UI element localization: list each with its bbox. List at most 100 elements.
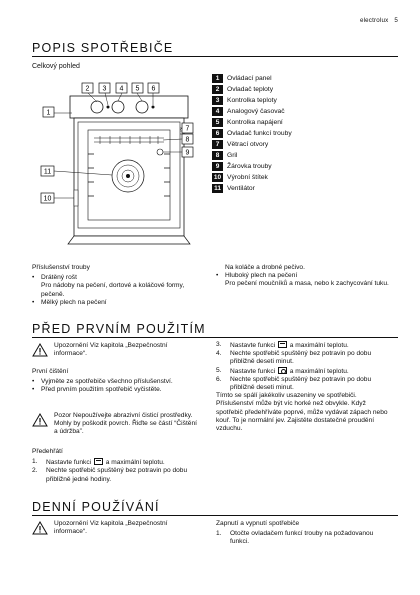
step-number: 1. — [216, 530, 222, 538]
svg-text:11: 11 — [44, 169, 51, 176]
part-label: Analogový časovač — [227, 108, 285, 115]
accessory-item: • Hluboký plech na pečení Pro pečení mou… — [216, 272, 391, 288]
caution-note: Pozor Nepoužívejte abrazivní čisticí pro… — [32, 412, 197, 437]
overview-subtitle: Celkový pohled — [32, 63, 80, 70]
step-text-a: Nastavte funkci — [230, 367, 277, 375]
callout-4: 4 — [115, 82, 128, 94]
part-number: 10 — [212, 172, 223, 183]
list-item: 1. Nastavte funkci a maximální teplotu. — [32, 458, 197, 467]
switch-title: Zapnutí a vypnutí spotřebiče — [216, 520, 300, 527]
divider — [32, 515, 398, 516]
part-label: Gril — [227, 152, 238, 159]
top-heat-function-icon — [93, 458, 103, 466]
step-text: Nechte spotřebič spuštěný bez potravin p… — [230, 376, 391, 392]
part-label: Ovladač funkcí trouby — [227, 130, 292, 137]
accessory-item: • Drátěný rošt Pro nádoby na pečení, dor… — [32, 274, 192, 299]
accessories-title: Příslušenství trouby — [32, 264, 90, 271]
step-text: Nechte spotřebič spuštěný bez potravin p… — [230, 350, 391, 366]
step-number: 5. — [216, 366, 222, 374]
callout-5: 5 — [131, 82, 144, 94]
page-number: 5 — [394, 17, 398, 24]
accessory-title: Hluboký plech na pečení — [225, 272, 298, 280]
bullet-icon: • — [32, 378, 35, 386]
list-item: 4. Nechte spotřebič spuštěný bez potravin… — [216, 350, 391, 366]
part-label: Ventilátor — [227, 185, 255, 192]
part-row: 1 Ovládací panel — [212, 73, 392, 84]
divider — [32, 56, 398, 57]
svg-text:1: 1 — [47, 110, 51, 117]
part-label: Ovladač teploty — [227, 86, 274, 93]
step-number: 6. — [216, 375, 222, 383]
cleaning-item: Před prvním použitím spotřebič vyčistěte… — [41, 386, 162, 394]
cleaning-item: Vyjměte ze spotřebiče všechno příslušens… — [41, 378, 173, 386]
svg-text:3: 3 — [103, 86, 107, 93]
svg-text:2: 2 — [86, 86, 90, 93]
step-text-a: Nastavte funkci — [46, 459, 93, 467]
accessories-block: Příslušenství trouby • Drátěný rošt Pro … — [32, 264, 192, 307]
accessory-text: Na koláče a drobné pečivo. — [225, 264, 305, 271]
list-item: 2.Nechte spotřebič spuštěný bez potravin… — [32, 467, 197, 483]
callout-7: 7 — [181, 122, 194, 134]
accessory-item: • Mělký plech na pečení — [32, 299, 192, 307]
step-text-b: a maximální teplotu. — [287, 342, 349, 349]
section-title-first-use: PŘED PRVNÍM POUŽITÍM — [32, 322, 206, 336]
part-number: 7 — [212, 139, 223, 150]
part-number: 11 — [212, 183, 223, 194]
warning-text: Upozornění Viz kapitola „Bezpečnostní in… — [54, 520, 168, 536]
accessory-text: Pro pečení moučníků a masa, nebo k zachy… — [225, 280, 389, 288]
warning-icon — [32, 343, 48, 357]
warning-note: Upozornění Viz kapitola „Bezpečnostní in… — [32, 520, 197, 536]
accessory-title: Mělký plech na pečení — [41, 298, 107, 306]
list-item: 3.Nastavte funkci a maximální teplotu. — [216, 341, 391, 350]
part-row: 8 Gril — [212, 150, 392, 161]
callout-3: 3 — [98, 82, 111, 94]
step-text: Nechte spotřebič spuštěný bez potravin p… — [46, 467, 197, 483]
svg-text:5: 5 — [136, 86, 140, 93]
fan-function-icon — [277, 366, 287, 374]
step-text-b: a maximální teplotu. — [287, 367, 349, 375]
step-text: Otočte ovladačem funkcí trouby na požado… — [230, 530, 374, 546]
part-number: 3 — [212, 95, 223, 106]
callout-11: 11 — [40, 165, 55, 177]
step-text: Nastavte funkci a maximální teplotu. — [46, 458, 165, 467]
caution-text: Pozor Nepoužívejte abrazivní čisticí pro… — [54, 412, 197, 436]
part-label: Kontrolka napájení — [227, 119, 283, 126]
part-number: 1 — [212, 73, 223, 84]
part-label: Žárovka trouby — [227, 163, 272, 170]
callout-2: 2 — [81, 82, 94, 94]
callout-6: 6 — [147, 82, 160, 94]
cleaning-title: První čištění — [32, 368, 69, 375]
callout-10: 10 — [40, 192, 55, 204]
part-number: 5 — [212, 117, 223, 128]
step-number: 1. — [32, 458, 38, 466]
step-number: 4. — [216, 350, 222, 358]
section-title-popis: POPIS SPOTŘEBIČE — [32, 41, 174, 55]
svg-text:9: 9 — [186, 150, 190, 157]
part-number: 6 — [212, 128, 223, 139]
part-row: 5 Kontrolka napájení — [212, 117, 392, 128]
list-item: 1. Otočte ovladačem funkcí trouby na pož… — [216, 530, 391, 546]
part-label: Ovládací panel — [227, 75, 272, 82]
warning-icon — [32, 521, 48, 535]
step-text: Nastavte funkci a maximální teplotu. — [230, 366, 349, 376]
step-text-a: Nechte spotřebič spuštěný bez potravin p… — [46, 467, 188, 483]
divider — [32, 337, 398, 338]
callout-1: 1 — [42, 106, 55, 118]
part-number: 4 — [212, 106, 223, 117]
bullet-icon: • — [216, 272, 219, 280]
preheat-title: Předehřátí — [32, 448, 63, 455]
warning-note: Upozornění Viz kapitola „Bezpečnostní in… — [32, 342, 197, 358]
brand-name: electrolux — [359, 17, 389, 24]
step-text-a: Nechte spotřebič spuštěný bez potravin p… — [230, 375, 372, 392]
svg-text:7: 7 — [186, 126, 190, 133]
warning-text: Upozornění Viz kapitola „Bezpečnostní in… — [54, 342, 168, 358]
step-text-a: Nastavte funkci — [230, 342, 277, 349]
part-number: 8 — [212, 150, 223, 161]
list-item: 6. Nechte spotřebič spuštěný bez potravin… — [216, 376, 391, 392]
section-title-daily: DENNÍ POUŽÍVÁNÍ — [32, 500, 160, 514]
